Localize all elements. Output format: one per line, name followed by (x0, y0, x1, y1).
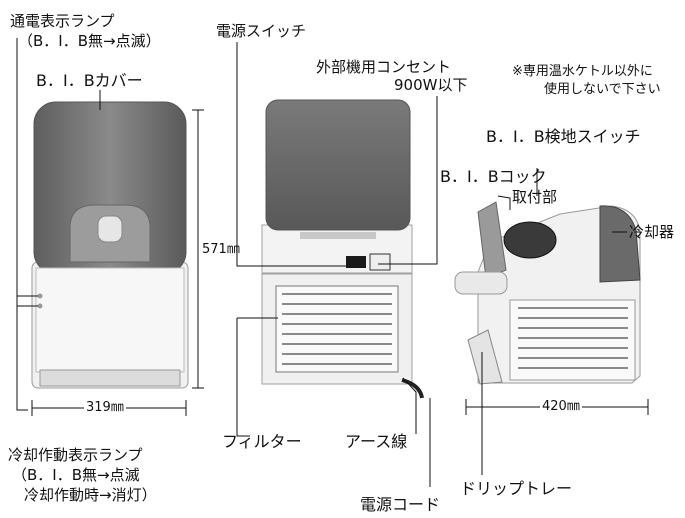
label-bib-detect-switch: B．I．B検地スイッチ (486, 127, 641, 146)
label-outlet-capacity: 900W以下 (394, 76, 468, 94)
label-cooling-lamp: 冷却作動表示ランプ (8, 446, 143, 464)
front-drip-tray (39, 369, 181, 387)
back-label-strip (300, 232, 376, 239)
back-bib-cover (265, 99, 411, 231)
label-depth-dim: 420㎜ (540, 399, 582, 415)
side-drip-tray (467, 329, 503, 385)
back-filter-slats (282, 293, 392, 365)
label-bib-cock: B．I．Bコック (440, 167, 547, 186)
back-outlet (369, 253, 391, 271)
label-drip-tray: ドリップトレー (460, 479, 573, 498)
side-cooler-dome (503, 221, 557, 259)
back-filter-grille (275, 285, 399, 373)
side-cooler-housing (599, 205, 641, 283)
front-cock (97, 215, 123, 243)
label-filter: フィルター (222, 432, 302, 451)
side-front-ledge (454, 271, 508, 295)
label-cooling-lamp-sub1: （B．I．B無→点滅 (12, 466, 140, 484)
front-lower-panel (35, 267, 185, 373)
label-outlet: 外部機用コンセント (316, 58, 452, 76)
side-vent-slats (518, 307, 628, 369)
label-power-lamp: 通電表示ランプ (10, 12, 115, 30)
label-power-switch: 電源スイッチ (216, 22, 307, 40)
label-width-dim: 319㎜ (84, 400, 126, 416)
label-cooler: 冷却器 (629, 223, 675, 241)
label-cooling-lamp-sub2: 冷却作動時→消灯） (24, 486, 157, 504)
label-power-lamp-sub: （B．I．B無→点滅） (18, 32, 161, 50)
label-height-dim: 571㎜ (202, 242, 240, 257)
back-power-switch (346, 256, 366, 268)
label-bib-cock-mount: 取付部 (512, 188, 558, 206)
label-power-cord: 電源コード (360, 495, 441, 514)
back-view (261, 99, 424, 399)
label-bib-cover: B．I．Bカバー (36, 71, 143, 90)
power-lamp (37, 293, 43, 299)
front-view (31, 101, 189, 389)
label-note-cont: 使用しないで下さい (544, 82, 661, 97)
side-cock-holder (477, 201, 507, 279)
side-vent-panel (509, 299, 636, 381)
back-power-cord (401, 378, 424, 399)
leader-lines (16, 38, 627, 487)
label-earth-wire: アース線 (345, 432, 408, 451)
label-note: ※専用温水ケトル以外に (512, 64, 653, 79)
cooling-lamp (37, 303, 43, 309)
side-view (454, 201, 641, 385)
